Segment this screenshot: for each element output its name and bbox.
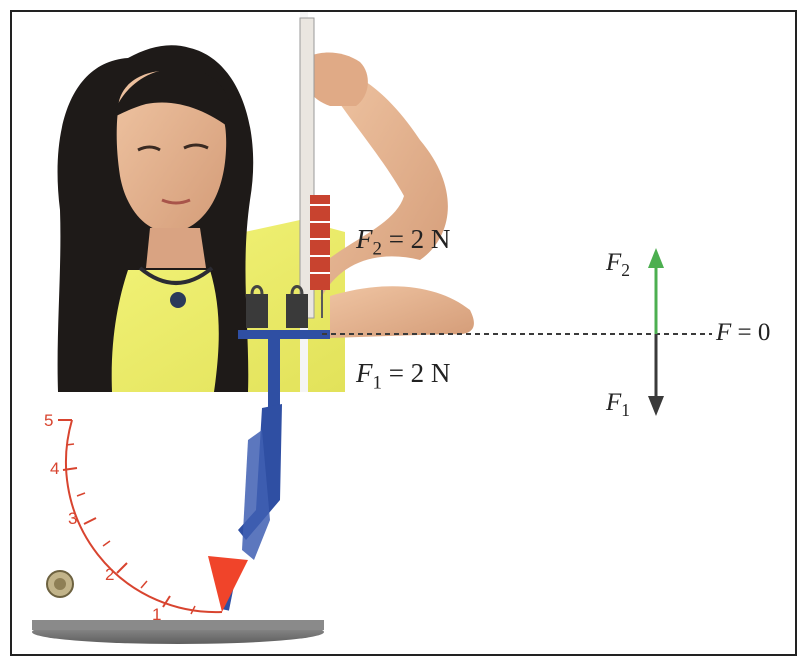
mass-weight [246, 294, 268, 328]
f2-vector-label: F2 [606, 250, 630, 280]
dial-arc [66, 420, 222, 612]
f1-arrowhead [648, 396, 664, 416]
dial-tick-5: 5 [44, 412, 53, 429]
dial-tick-4: 4 [50, 460, 59, 477]
f1-equation-label: F1 = 2 N [356, 360, 450, 394]
dial-tick-2: 2 [105, 566, 114, 583]
scale-dial [58, 420, 222, 614]
f2-arrowhead [648, 248, 664, 268]
force-vectors [648, 248, 664, 416]
dial-tick-3: 3 [68, 510, 77, 527]
dial-tick-1: 1 [152, 606, 161, 623]
mass-weight [286, 294, 308, 328]
f1-vector-label: F1 [606, 390, 630, 420]
f2-equation-label: F2 = 2 N [356, 226, 450, 260]
net-force-label: F = 0 [716, 320, 770, 345]
scale-platform [238, 330, 330, 339]
